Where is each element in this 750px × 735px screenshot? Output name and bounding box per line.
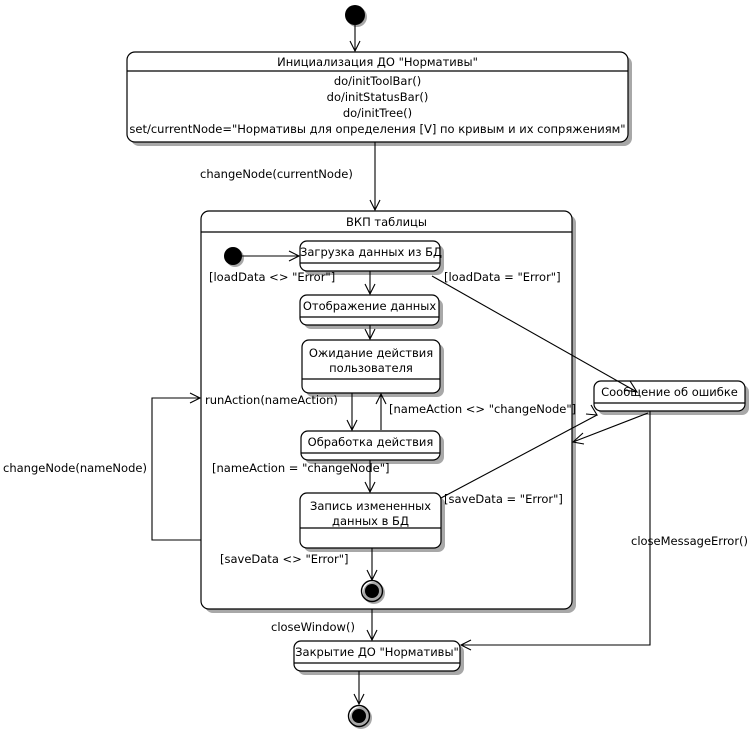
inner-initial-start-node <box>224 247 242 265</box>
edge-errormessage-to-composite <box>571 412 649 445</box>
edge-closedo-to-final <box>353 671 365 706</box>
transition-label-close-message-error: closeMessageError() <box>631 534 749 548</box>
edge-init-to-composite <box>369 142 381 212</box>
init-state-action-1: do/initToolBar() <box>333 74 422 88</box>
transition-label-change-node-outer: changeNode(nameNode) <box>3 461 147 475</box>
composite-state-box <box>200 210 573 610</box>
wait-action-state-box <box>301 339 441 394</box>
edge-savedata-to-errormessage <box>440 404 599 499</box>
save-data-state-title-line2: данных в БД <box>332 514 409 528</box>
transition-label-close-window: closeWindow() <box>271 620 355 634</box>
process-action-state-title: Обработка действия <box>307 435 434 449</box>
guard-label-load-error: [loadData = "Error"] <box>444 270 561 284</box>
final-state-ring <box>347 704 371 728</box>
edge-loaddata-to-errormessage <box>431 275 639 393</box>
transition-label-change-node-current: changeNode(currentNode) <box>200 167 353 181</box>
guard-label-load-ok: [loadData <> "Error"] <box>209 270 336 284</box>
init-state-title: Инициализация ДО "Нормативы" <box>277 55 478 69</box>
edge-waitaction-to-processaction <box>346 393 358 432</box>
edge-changenode-outer-loop <box>151 392 202 541</box>
edge-showdata-to-waitaction <box>364 325 376 341</box>
save-data-state-title-line1: Запись измененных <box>309 499 432 513</box>
edge-innerstart-to-loaddata <box>242 250 301 262</box>
edge-composite-to-closedo <box>366 609 378 642</box>
initial-start-node <box>345 5 365 25</box>
init-state-action-2: do/initStatusBar() <box>326 90 429 104</box>
wait-action-state-title-line1: Ожидание действия <box>308 346 434 360</box>
load-data-state-title: Загрузка данных из БД <box>300 245 443 259</box>
guard-label-action-not-changenode: [nameAction <> "changeNode"] <box>389 402 577 416</box>
final-state-dot <box>352 709 366 723</box>
init-state-action-3: do/initTree() <box>342 106 413 120</box>
show-data-state-title: Отображение данных <box>302 299 437 313</box>
inner-final-state-dot <box>365 584 379 598</box>
edge-processaction-to-savedata <box>364 460 376 494</box>
guard-label-action-is-changenode: [nameAction = "changeNode"] <box>212 461 390 475</box>
edge-savedata-to-innerfinal <box>366 548 378 582</box>
init-state-action-4: set/currentNode="Нормативы для определен… <box>129 122 626 136</box>
edge-start-to-init <box>349 25 361 53</box>
edge-processaction-to-waitaction <box>375 392 387 430</box>
wait-action-state-title-line2: пользователя <box>329 361 413 375</box>
transition-label-run-action: runAction(nameAction) <box>205 393 338 407</box>
guard-label-save-ok: [saveData <> "Error"] <box>220 552 349 566</box>
init-state-box <box>126 51 629 143</box>
edge-errormessage-to-closedo <box>459 411 651 651</box>
error-message-state-title: Сообщение об ошибке <box>601 385 738 399</box>
edge-loaddata-to-showdata <box>364 271 376 296</box>
composite-state-title: ВКП таблицы <box>346 215 427 229</box>
guard-label-save-error: [saveData = "Error"] <box>444 492 563 506</box>
close-do-state-title: Закрытие ДО "Нормативы" <box>295 645 459 659</box>
save-data-state-box <box>299 492 442 549</box>
